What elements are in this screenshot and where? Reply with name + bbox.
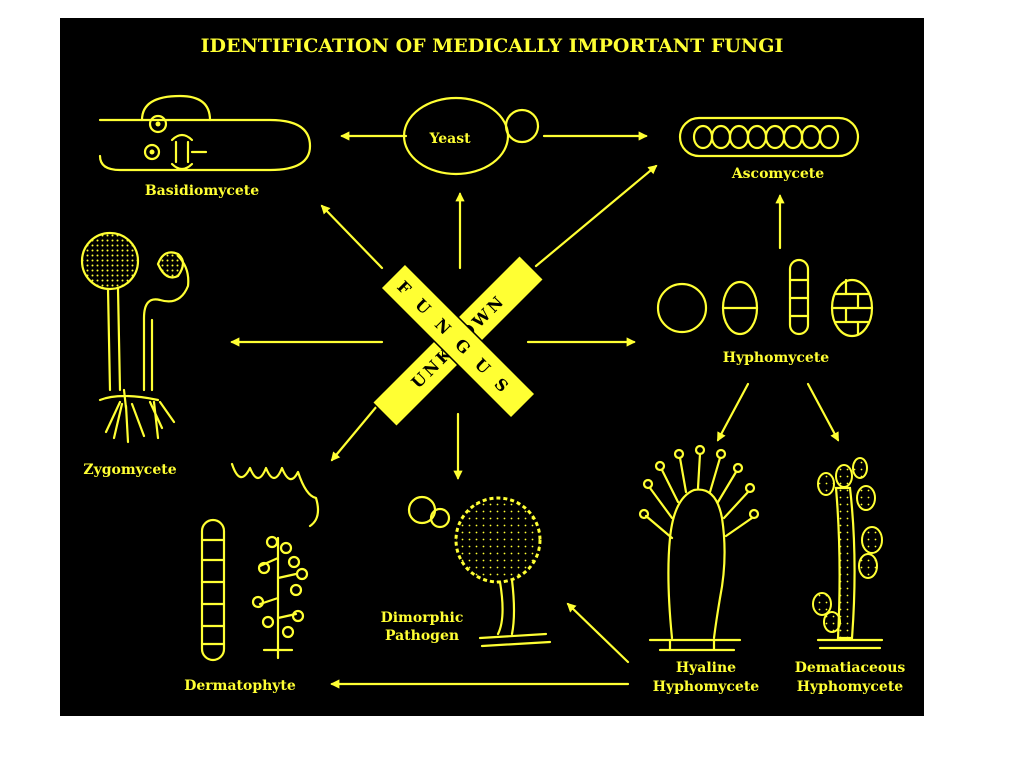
conidium-round [656, 282, 708, 334]
ascus [678, 116, 860, 158]
hyphomycete-illustration: Hyphomycete [656, 258, 874, 366]
label-dematiaceous-line2: Hyphomycete [797, 679, 904, 695]
hyaline-foot [648, 638, 742, 652]
arrow-to-dematiaceous-hyphomycete [806, 382, 840, 442]
label-dimorphic-line2: Pathogen [385, 628, 459, 644]
arrow-to-basidiomycete [320, 204, 384, 270]
label-ascomycete: Ascomycete [731, 166, 824, 182]
unknown-fungus-sign: UNKNOWN FUNGUS [371, 254, 545, 428]
small-sporangium [156, 251, 185, 279]
basidio-hypha [98, 118, 312, 172]
basidio-clamp [140, 94, 212, 122]
sporangium [80, 231, 140, 291]
macroconidium [200, 518, 226, 662]
arrows [230, 131, 840, 689]
ascomycete-illustration: Ascomycete [678, 116, 860, 182]
muriform-septa [831, 278, 873, 336]
fungi-diagram: IDENTIFICATION OF MEDICALLY IMPORTANT FU… [80, 35, 906, 695]
hyaline-vesicle-stalk [667, 488, 726, 640]
label-dermatophyte: Dermatophyte [184, 678, 296, 694]
label-hyphomycete: Hyphomycete [723, 350, 830, 366]
ascospores [692, 124, 840, 150]
yeast-form-bud [429, 507, 451, 529]
stolon [98, 388, 160, 410]
dimorphic-pathogen-illustration: Dimorphic Pathogen [381, 495, 552, 648]
yeast-illustration: Yeast [402, 96, 540, 176]
yeast-bud [504, 108, 540, 144]
label-hyaline-line2: Hyphomycete [653, 679, 760, 695]
arrow-to-ascomycete [534, 164, 658, 268]
dematiaceous-hyphomycete-illustration: Dematiaceous Hyphomycete [795, 457, 906, 695]
diagram-panel: IDENTIFICATION OF MEDICALLY IMPORTANT FU… [60, 18, 924, 716]
dematiaceous-conidiophore [834, 486, 856, 640]
sporangiophore-main [106, 287, 122, 392]
basidiomycete-illustration: Basidiomycete [98, 94, 312, 199]
basidio-septum [170, 133, 208, 171]
conidiophore [496, 578, 516, 636]
hyphae-branches [258, 536, 298, 660]
dematiaceous-conidia [812, 457, 883, 633]
diagram-title: IDENTIFICATION OF MEDICALLY IMPORTANT FU… [201, 35, 784, 57]
arrow-hyaline-to-dimorphic [566, 602, 630, 664]
label-zygomycete: Zygomycete [83, 462, 176, 478]
phialides [638, 444, 760, 540]
label-basidiomycete: Basidiomycete [145, 183, 259, 199]
label-dimorphic-line1: Dimorphic [381, 610, 464, 626]
dematiaceous-hypha [816, 638, 884, 650]
spiral-hyphae [230, 462, 320, 528]
label-hyaline-line1: Hyaline [676, 660, 736, 676]
label-dematiaceous-line1: Dematiaceous [795, 660, 906, 676]
hyaline-hyphomycete-illustration: Hyaline Hyphomycete [638, 444, 760, 695]
dermatophyte-illustration: Dermatophyte [184, 462, 320, 694]
sign-bar-fungus [379, 262, 537, 420]
arrow-to-dermatophyte [330, 398, 384, 462]
zygomycete-illustration: Zygomycete [80, 231, 190, 478]
rhizoids [104, 400, 176, 444]
label-yeast: Yeast [428, 131, 471, 147]
yeast-cell [402, 96, 510, 176]
dimorphic-hypha [478, 632, 552, 648]
tuberculate-macroconidium [454, 496, 542, 584]
sporangiophore-secondary [142, 254, 190, 392]
microconidia [251, 535, 309, 639]
arrow-to-hyaline-hyphomycete [716, 382, 750, 442]
